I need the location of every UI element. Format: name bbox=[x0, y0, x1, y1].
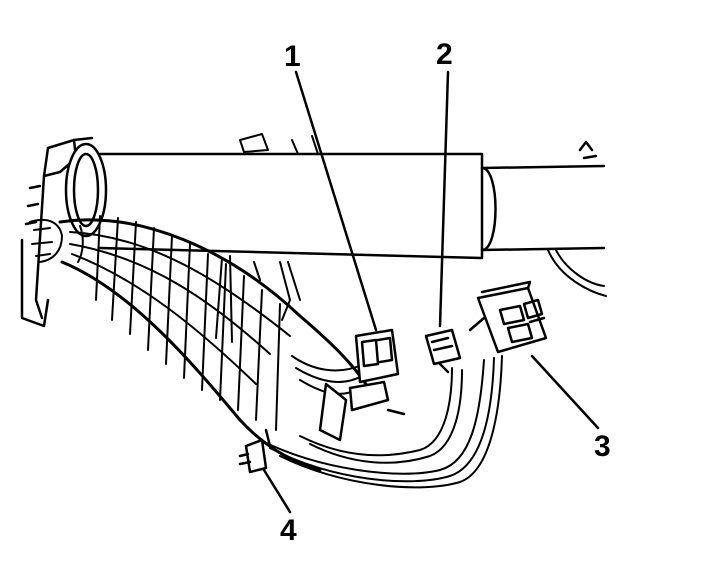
harness-wires bbox=[259, 355, 503, 489]
connector-3 bbox=[468, 280, 548, 354]
steering-column-tube bbox=[64, 140, 606, 260]
wiring-harness bbox=[29, 215, 378, 472]
callout-2: 2 bbox=[436, 38, 453, 71]
callout-3: 3 bbox=[594, 430, 611, 463]
leader-line-1 bbox=[294, 70, 378, 332]
connector-4 bbox=[238, 428, 272, 474]
leader-line-3 bbox=[530, 354, 600, 430]
callout-1: 1 bbox=[284, 40, 301, 73]
column-support bbox=[215, 133, 607, 343]
connector-1 bbox=[318, 328, 406, 442]
leader-line-4 bbox=[262, 468, 292, 514]
leader-lines bbox=[262, 70, 600, 514]
callout-4: 4 bbox=[280, 514, 297, 547]
mounting-bracket bbox=[20, 136, 94, 328]
leader-line-2 bbox=[438, 70, 450, 328]
connector-2 bbox=[424, 328, 462, 374]
